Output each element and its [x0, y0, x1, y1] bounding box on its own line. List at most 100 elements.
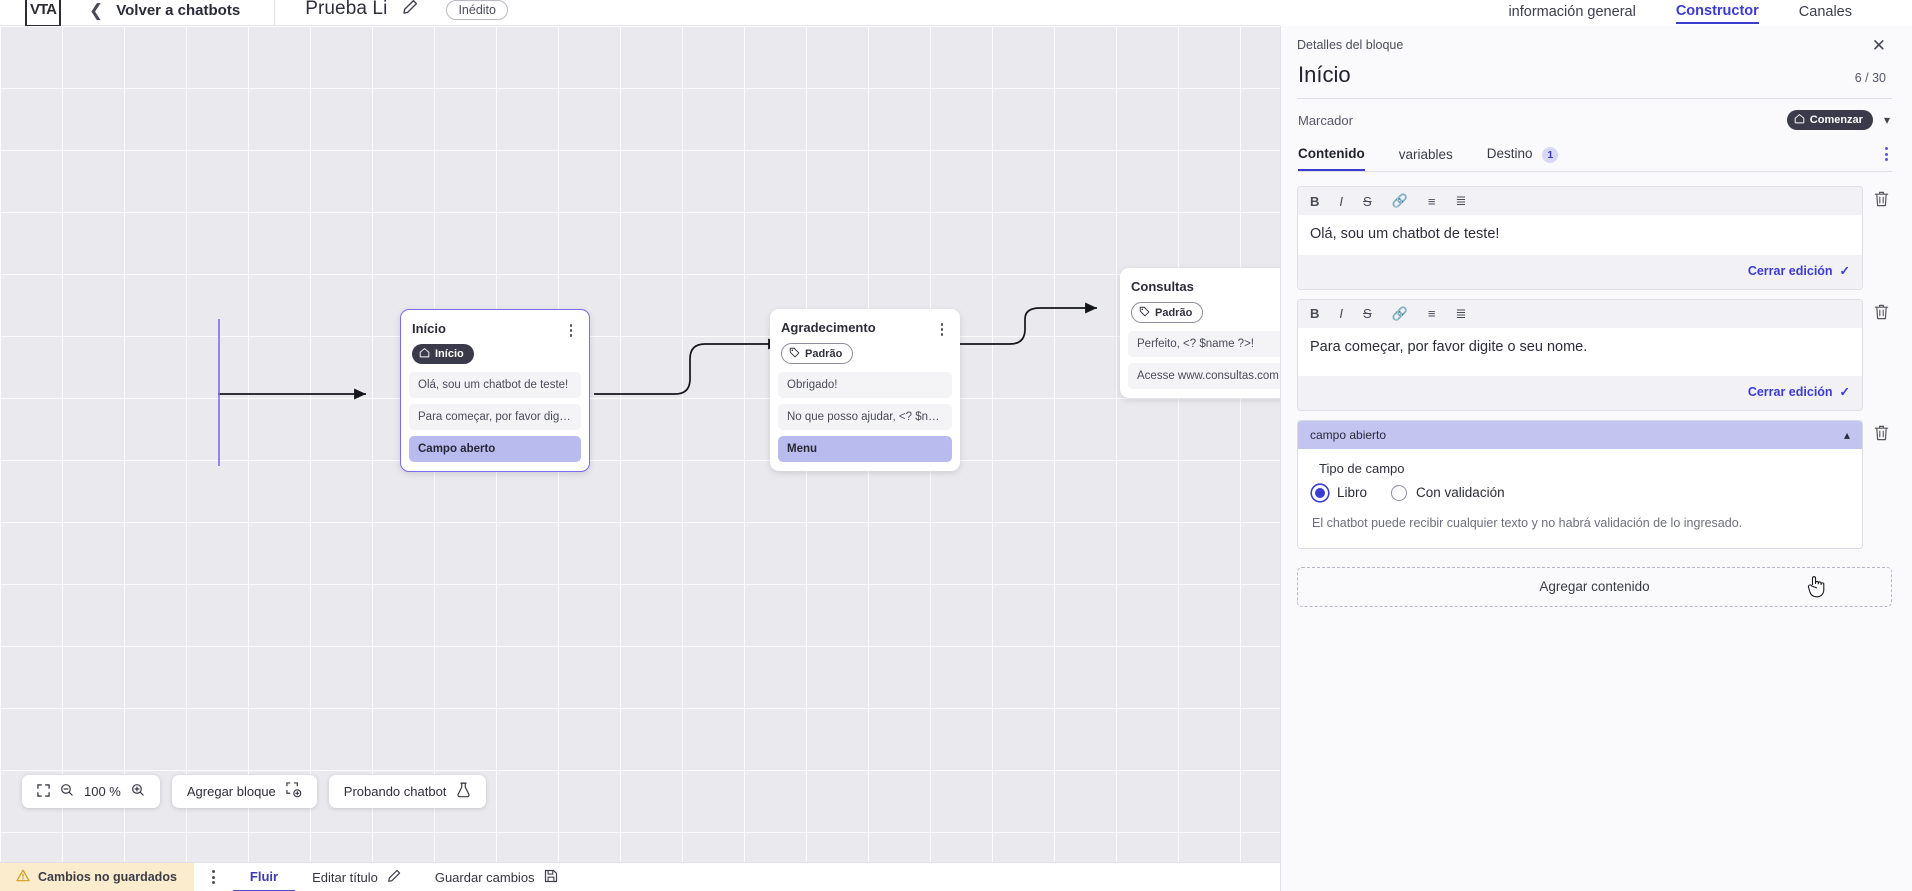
panel-tabs-menu-icon[interactable] [1885, 147, 1888, 161]
block-title-row: Início 6 / 30 [1297, 56, 1892, 99]
flow-node-inicio[interactable]: Início Início Olá, sou um chatbot de tes… [400, 309, 590, 473]
node-badge-default: Padrão [1131, 302, 1204, 324]
bold-icon[interactable]: B [1310, 193, 1320, 209]
rich-text-editor[interactable]: B I S 🔗 ≡ ≣ Olá, sou um chatbot de teste… [1297, 186, 1863, 290]
italic-icon[interactable]: I [1339, 306, 1344, 322]
strikethrough-icon[interactable]: S [1363, 306, 1372, 322]
italic-icon[interactable]: I [1339, 193, 1344, 209]
radio-con-validacion-label: Con validación [1416, 485, 1505, 501]
open-field-card[interactable]: campo abierto ▴ Tipo de campo Libro [1297, 419, 1863, 549]
rich-text-editor[interactable]: B I S 🔗 ≡ ≣ Para começar, por favor digi… [1297, 298, 1863, 411]
content-item-text-1: B I S 🔗 ≡ ≣ Olá, sou um chatbot de teste… [1297, 186, 1892, 290]
app-logo-icon[interactable]: VTA [25, 0, 61, 27]
close-icon[interactable]: ✕ [1871, 35, 1886, 55]
numbered-list-icon[interactable]: ≣ [1455, 193, 1467, 208]
node-badge-label: Início [435, 348, 464, 361]
marker-row: Marcador Comenzar ▾ [1297, 99, 1892, 136]
topbar-divider [274, 0, 276, 26]
tab-contenido[interactable]: Contenido [1298, 146, 1365, 171]
node-row[interactable]: Para começar, por favor digite o ... [409, 404, 581, 431]
add-content-button[interactable]: Agregar contenido [1297, 566, 1892, 607]
radio-con-validacion[interactable]: Con validación [1391, 484, 1505, 501]
tab-variables[interactable]: variables [1399, 147, 1453, 170]
editor-footer: Cerrar edición ✓ [1298, 254, 1862, 289]
node-row[interactable]: Perfeito, <? $name ?>! [1128, 331, 1302, 358]
unsaved-changes-label: Cambios no guardados [38, 870, 177, 884]
open-field-body: Tipo de campo Libro Con validación E [1298, 448, 1862, 548]
node-rows: Perfeito, <? $name ?>! Acesse www.consul… [1120, 327, 1310, 390]
tab-fluir[interactable]: Fluir [232, 863, 296, 891]
panel-title: Detalles del bloque [1297, 38, 1404, 52]
save-changes-button[interactable]: Guardar cambios [418, 863, 575, 891]
marker-control: Comenzar ▾ [1786, 110, 1890, 130]
radio-libro-label: Libro [1337, 485, 1368, 501]
edit-title-button[interactable]: Editar título [295, 863, 418, 891]
radio-libro[interactable]: Libro [1312, 484, 1368, 501]
logo-glyph-text: VTA [30, 1, 57, 18]
node-badge-start: Início [412, 344, 474, 365]
node-row[interactable]: No que posso ajudar, <? $name ... [778, 404, 952, 431]
strikethrough-icon[interactable]: S [1363, 193, 1372, 209]
add-block-label: Agregar bloque [186, 784, 276, 799]
edit-title-label: Editar título [312, 869, 378, 885]
chevron-up-icon[interactable]: ▴ [1843, 427, 1850, 442]
delete-icon[interactable] [1873, 299, 1892, 326]
test-chatbot-button[interactable]: Probando chatbot [328, 775, 487, 808]
pencil-icon [387, 869, 401, 886]
save-disk-icon [544, 869, 558, 886]
tag-icon [1139, 306, 1150, 320]
edit-title-pencil-icon[interactable] [402, 0, 418, 20]
radio-unselected-icon [1391, 484, 1408, 501]
statusbar-menu-icon[interactable] [194, 870, 233, 884]
radio-selected-icon [1312, 484, 1328, 501]
bullet-list-icon[interactable]: ≡ [1427, 193, 1436, 209]
delete-icon[interactable] [1873, 420, 1892, 447]
node-menu-icon[interactable] [935, 320, 949, 337]
editor-text[interactable]: Olá, sou um chatbot de teste! [1298, 215, 1862, 255]
close-edit-link[interactable]: Cerrar edición ✓ [1747, 384, 1850, 399]
open-field-header[interactable]: campo abierto ▴ [1298, 420, 1862, 449]
zoom-in-icon[interactable] [131, 783, 145, 800]
zoom-controls[interactable]: 100 % [22, 775, 160, 808]
bullet-list-icon[interactable]: ≡ [1427, 306, 1436, 322]
node-header: Agradecimento [770, 318, 960, 337]
close-edit-link[interactable]: Cerrar edición ✓ [1747, 263, 1850, 278]
marker-badge-comenzar[interactable]: Comenzar [1786, 110, 1873, 130]
node-badge-row: Início [401, 337, 589, 368]
node-title: Agradecimento [781, 320, 876, 335]
node-rows: Olá, sou um chatbot de teste! Para começ… [401, 368, 589, 463]
tab-destino[interactable]: Destino 1 [1487, 146, 1559, 171]
node-row[interactable]: Menu [778, 436, 952, 463]
flow-node-consultas[interactable]: Consultas Padrão Perfeito, <? $name ?>! … [1120, 268, 1310, 399]
node-badge-default: Padrão [781, 343, 854, 365]
editor-text[interactable]: Para começar, por favor digite o seu nom… [1298, 327, 1862, 376]
back-to-chatbots-link[interactable]: Volver a chatbots [116, 2, 241, 19]
numbered-list-icon[interactable]: ≣ [1455, 305, 1467, 321]
chevron-down-icon[interactable]: ▾ [1883, 113, 1890, 127]
fit-screen-icon[interactable] [37, 783, 50, 800]
flask-icon [456, 782, 471, 801]
node-badge-row: Padrão [1120, 295, 1310, 327]
link-icon[interactable]: 🔗 [1391, 305, 1408, 321]
unsaved-changes-indicator: Cambios no guardados [0, 862, 194, 891]
zoom-out-icon[interactable] [60, 783, 74, 800]
bold-icon[interactable]: B [1310, 306, 1320, 322]
home-icon [1794, 113, 1805, 127]
tab-constructor[interactable]: Constructor [1675, 3, 1759, 24]
add-block-button[interactable]: Agregar bloque [171, 775, 317, 808]
node-row[interactable]: Olá, sou um chatbot de teste! [409, 372, 581, 399]
content-list: B I S 🔗 ≡ ≣ Olá, sou um chatbot de teste… [1281, 172, 1912, 549]
flow-node-agradecimento[interactable]: Agradecimento Padrão Obrigado! No que po… [770, 309, 960, 472]
test-chatbot-label: Probando chatbot [343, 784, 447, 799]
back-chevron-icon[interactable]: ❮ [89, 0, 104, 20]
tab-canales[interactable]: Canales [1798, 3, 1852, 20]
link-icon[interactable]: 🔗 [1391, 193, 1408, 208]
node-title: Consultas [1131, 279, 1194, 294]
node-rows: Obrigado! No que posso ajudar, <? $name … [770, 368, 960, 463]
node-row[interactable]: Obrigado! [778, 372, 952, 399]
tab-informacion-general[interactable]: información general [1508, 3, 1636, 20]
node-menu-icon[interactable] [564, 321, 578, 338]
delete-icon[interactable] [1873, 186, 1892, 213]
node-row[interactable]: Campo aberto [409, 436, 581, 463]
node-row[interactable]: Acesse www.consultas.com par... [1128, 363, 1302, 390]
